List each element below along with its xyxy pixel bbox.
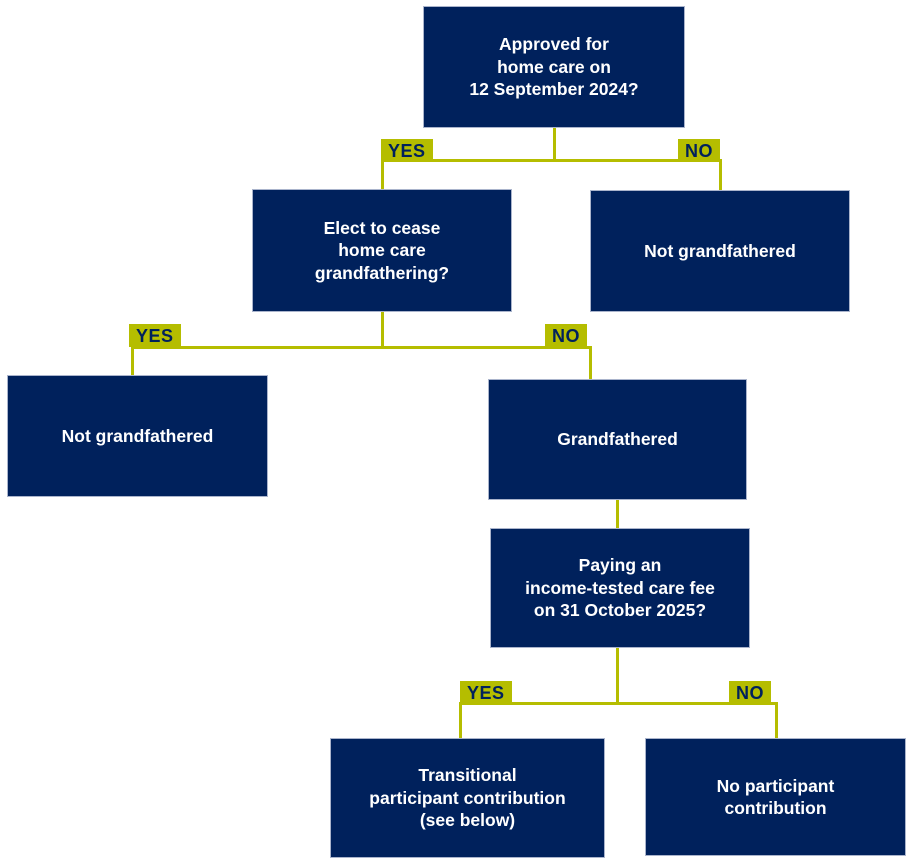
- connector-grandfathered-stem: [616, 500, 619, 529]
- connector-row3-right-drop: [589, 346, 592, 380]
- label-yes-2: YES: [129, 324, 181, 347]
- node-approved-for-home-care: Approved for home care on 12 September 2…: [423, 6, 685, 128]
- connector-q2-stem: [381, 312, 384, 349]
- node-not-grandfathered-left: Not grandfathered: [7, 375, 268, 497]
- label-yes-3: YES: [460, 681, 512, 704]
- label-yes-1: YES: [381, 139, 433, 162]
- connector-q1-stem: [553, 128, 556, 162]
- connector-row3-left-drop: [131, 346, 134, 376]
- connector-row2-horizontal: [381, 159, 722, 162]
- node-grandfathered: Grandfathered: [488, 379, 747, 500]
- node-transitional-participant-contribution: Transitional participant contribution (s…: [330, 738, 605, 858]
- connector-row2-right-drop: [719, 159, 722, 191]
- connector-row3-horizontal: [131, 346, 592, 349]
- node-elect-to-cease-grandfathering: Elect to cease home care grandfathering?: [252, 189, 512, 312]
- connector-row2-left-drop: [381, 159, 384, 190]
- label-no-1: NO: [678, 139, 720, 162]
- connector-row4-right-drop: [775, 702, 778, 739]
- node-paying-income-tested-fee: Paying an income-tested care fee on 31 O…: [490, 528, 750, 648]
- label-no-2: NO: [545, 324, 587, 347]
- connector-row4-horizontal: [459, 702, 778, 705]
- connector-q4-stem: [616, 648, 619, 705]
- node-no-participant-contribution: No participant contribution: [645, 738, 906, 856]
- label-no-3: NO: [729, 681, 771, 704]
- connector-row4-left-drop: [459, 702, 462, 739]
- node-not-grandfathered-top: Not grandfathered: [590, 190, 850, 312]
